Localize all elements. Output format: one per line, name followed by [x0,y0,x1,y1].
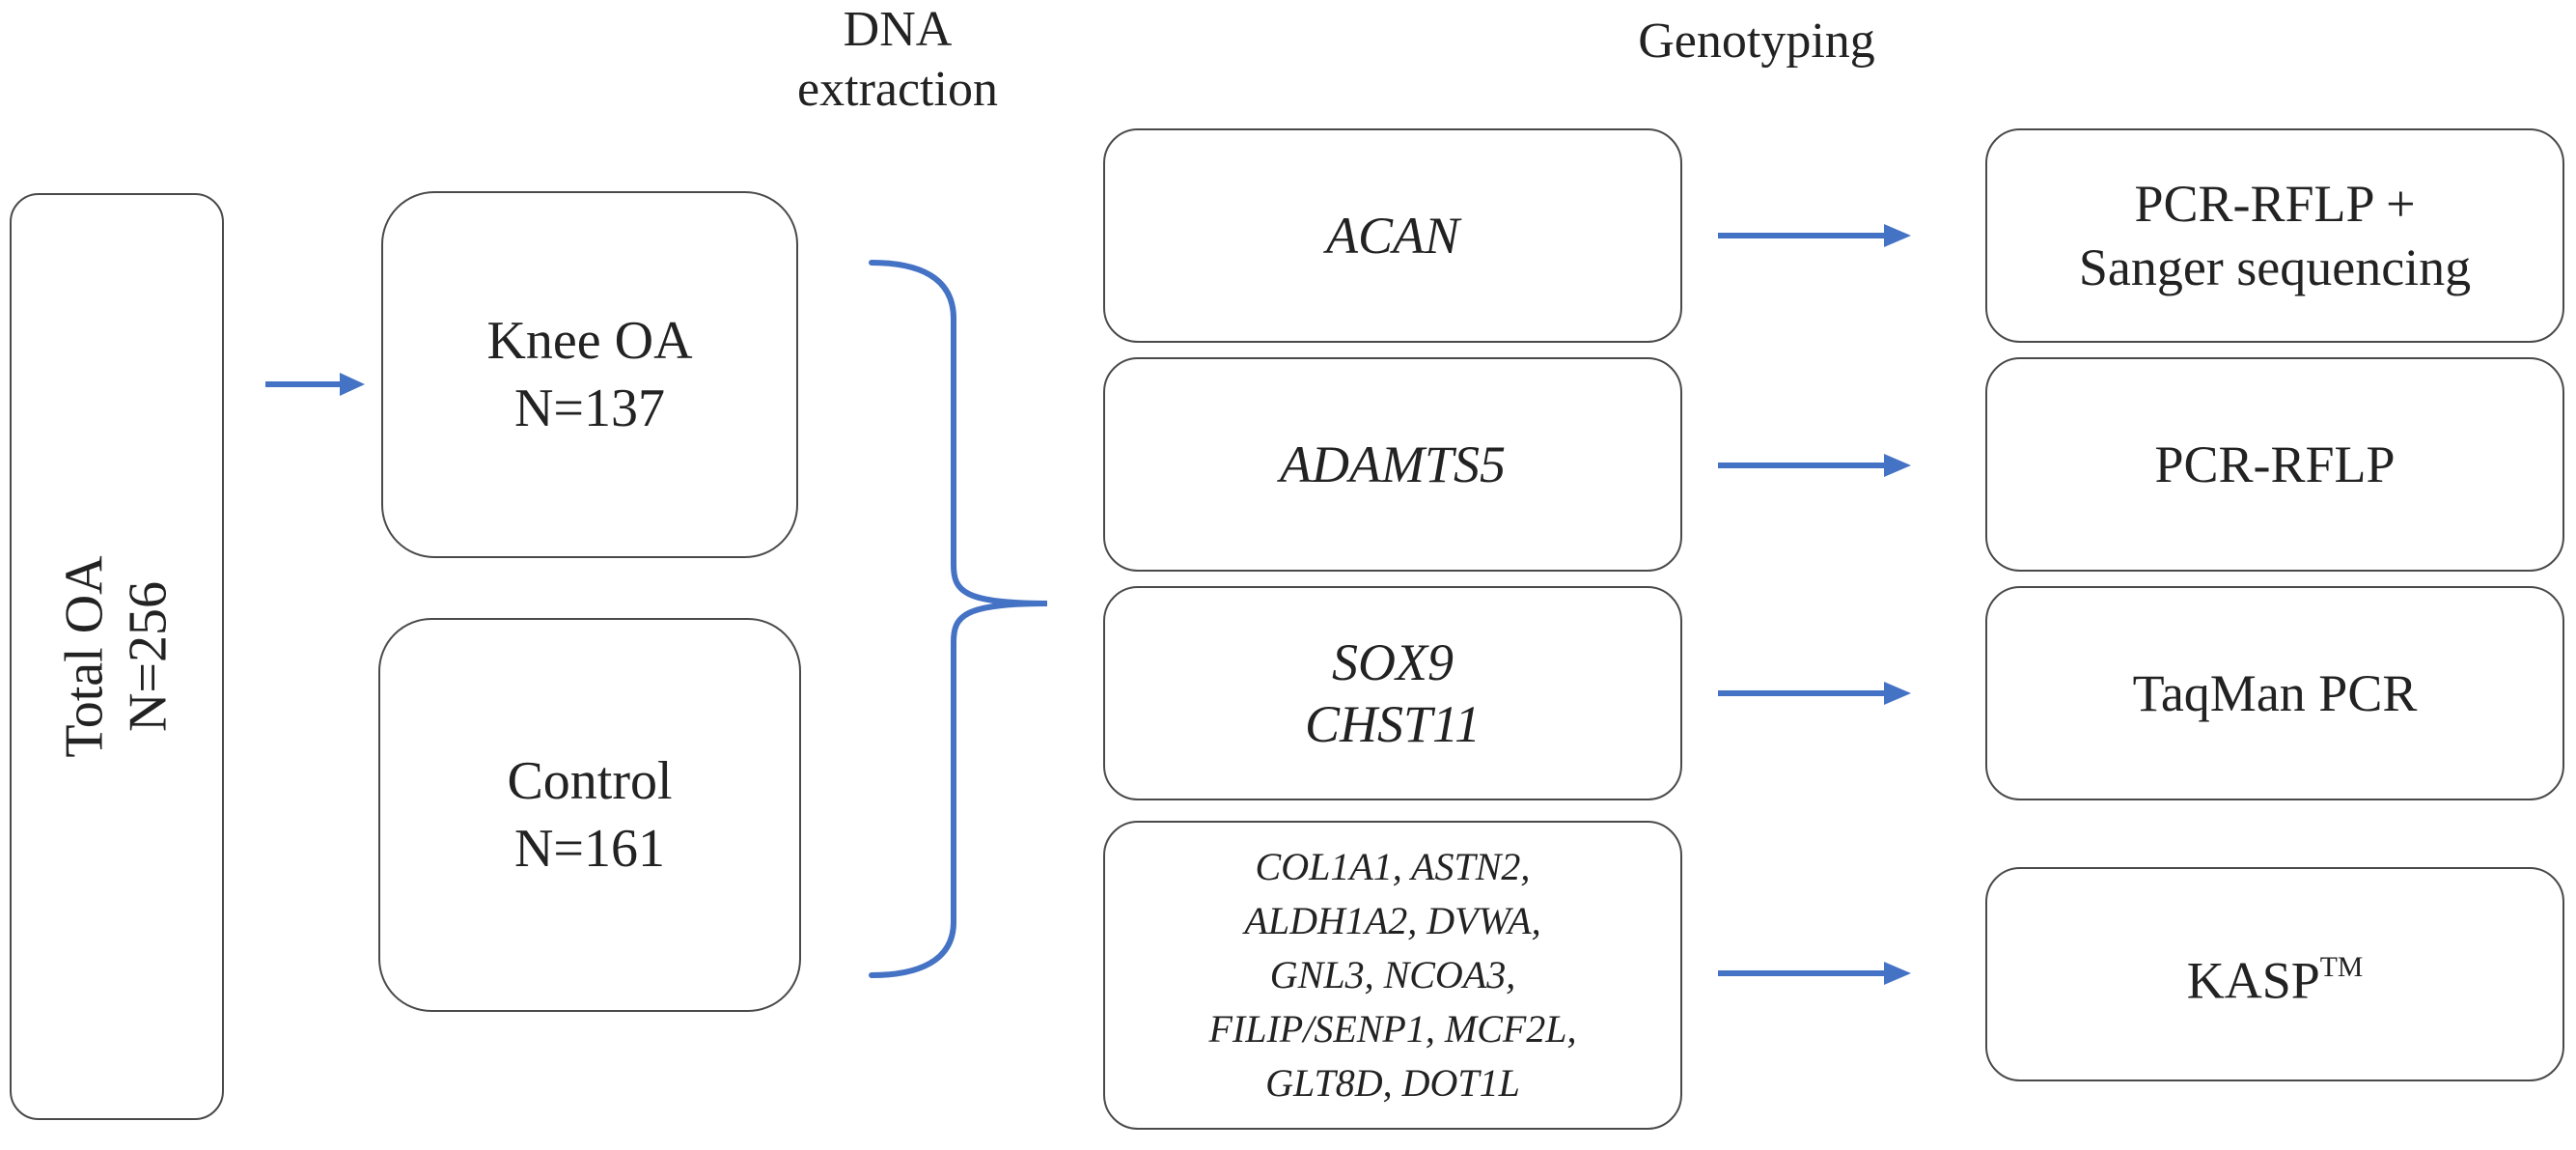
gene-panel-line-4: FILIP/SENP1, MCF2L, [1208,1007,1577,1051]
control-box: Control N=161 [378,618,801,1012]
heading-dna-extraction: DNA extraction [714,0,1081,120]
knee-oa-count: N=137 [513,379,666,438]
arrow-total-to-knee [265,373,365,396]
gene-box-adamts5: ADAMTS5 [1103,357,1682,572]
method-box-pcr-rflp: PCR-RFLP [1985,357,2564,572]
arrow-acan-to-method [1718,224,1911,247]
gene-sox9: SOX9 [1332,633,1454,691]
method-pcr-rflp: PCR-RFLP [2154,435,2396,493]
gene-box-acan: ACAN [1103,128,1682,343]
total-oa-box: Total OA N=256 [10,193,224,1120]
method-taqman: TaqMan PCR [2132,664,2418,722]
knee-oa-box: Knee OA N=137 [381,191,798,558]
gene-box-sox9-chst11: SOX9 CHST11 [1103,586,1682,800]
method-pcr-rflp-sanger-line-2: Sanger sequencing [2078,238,2472,296]
gene-panel-line-5: GLT8D, DOT1L [1265,1061,1520,1105]
arrow-adamts5-to-method [1718,454,1911,477]
gene-panel-line-1: COL1A1, ASTN2, [1255,845,1531,888]
method-kasp-trademark: TM [2319,952,2364,984]
method-kasp-text: KASP [2186,951,2320,1010]
knee-oa-label: Knee OA [486,311,693,371]
method-pcr-rflp-sanger-line-1: PCR-RFLP + [2134,175,2416,233]
gene-panel-line-2: ALDH1A2, DVWA, [1244,899,1541,942]
heading-dna-line-2: extraction [797,62,998,117]
control-label: Control [507,751,673,811]
heading-genotyping-text: Genotyping [1638,14,1875,69]
gene-adamts5: ADAMTS5 [1280,435,1506,493]
method-kasp: KASPTM [2187,936,2364,1012]
control-count: N=161 [513,819,666,879]
gene-panel-line-3: GNL3, NCOA3, [1269,953,1516,996]
method-box-taqman: TaqMan PCR [1985,586,2564,800]
arrow-panel-to-kasp [1718,962,1911,985]
gene-box-kasp-panel: COL1A1, ASTN2, ALDH1A2, DVWA, GNL3, NCOA… [1103,821,1682,1130]
method-box-kasp: KASPTM [1985,867,2564,1081]
arrow-sox9-to-method [1718,682,1911,705]
gene-chst11: CHST11 [1304,695,1482,753]
heading-dna-line-1: DNA [843,2,953,57]
heading-genotyping: Genotyping [1564,12,1950,71]
brace-to-genes [869,260,1048,978]
method-box-pcr-rflp-sanger: PCR-RFLP + Sanger sequencing [1985,128,2564,343]
gene-acan: ACAN [1325,207,1459,265]
